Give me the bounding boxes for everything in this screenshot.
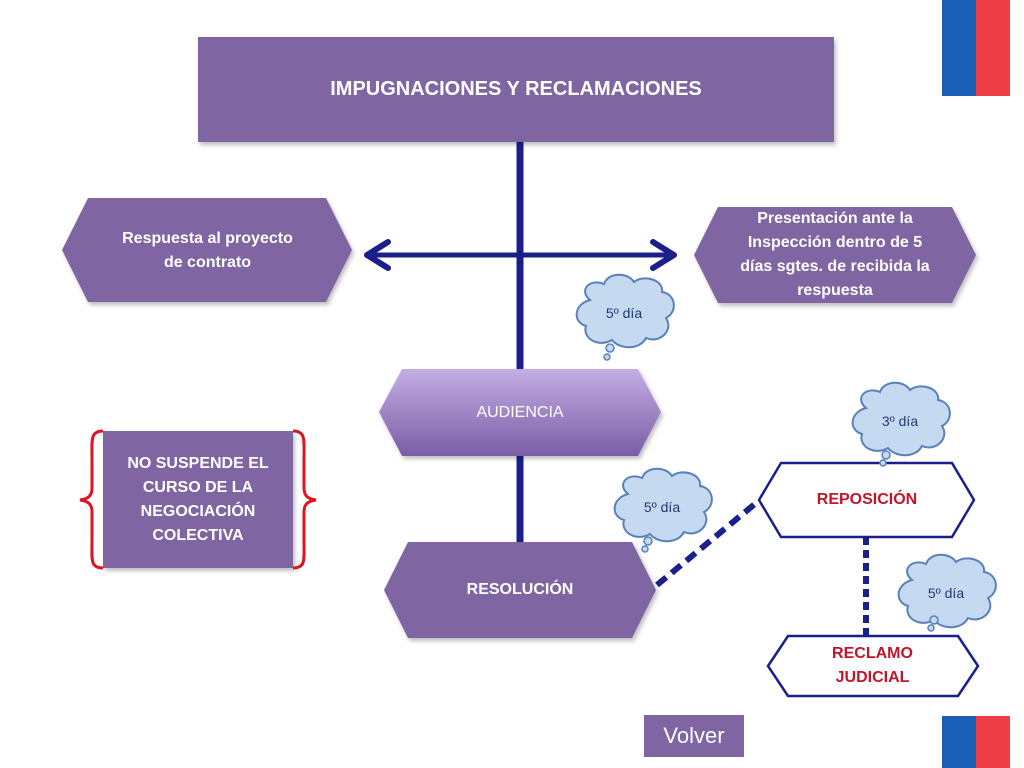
flag-logo-bottom [942, 716, 1010, 768]
audiencia-hexagon [379, 369, 661, 456]
cloud-5-dia-mid [613, 467, 713, 553]
right-brace [292, 429, 317, 570]
resolucion-hexagon [384, 542, 656, 638]
cloud-5-dia-bottom [897, 553, 997, 632]
title-box [198, 37, 834, 142]
cloud-3-dia [851, 381, 951, 467]
no-suspende-box [103, 431, 293, 568]
reposicion-hexagon [757, 461, 976, 539]
flag-logo-top [942, 0, 1010, 96]
double-arrow [364, 239, 677, 271]
dashed-connector-resolucion-reposicion [655, 500, 758, 588]
presentacion-hexagon [694, 207, 976, 303]
left-brace [79, 429, 104, 570]
respuesta-hexagon [62, 198, 352, 302]
volver-button[interactable]: Volver [644, 715, 744, 757]
reclamo-hexagon [766, 634, 980, 698]
cloud-5-dia-top [575, 273, 675, 361]
